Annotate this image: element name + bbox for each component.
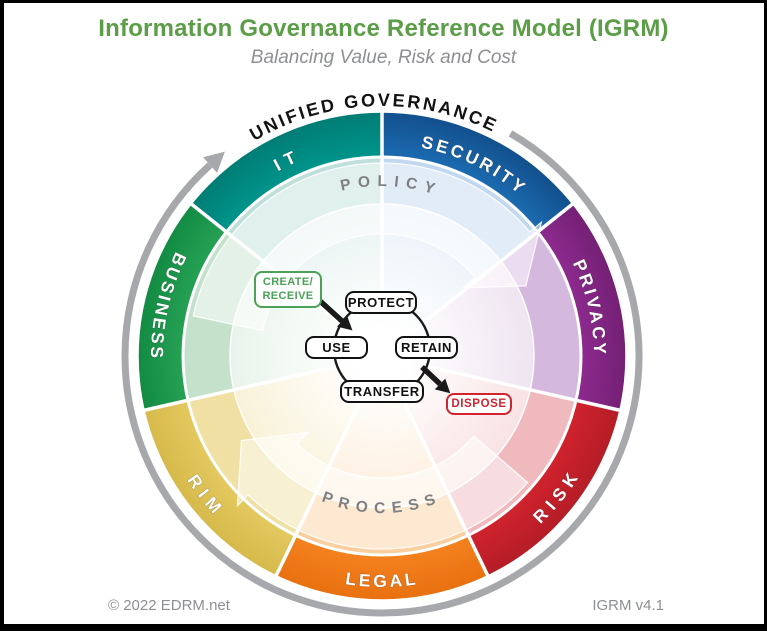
create-receive-box: CREATE/ RECEIVE (254, 271, 322, 308)
dispose-box: DISPOSE (446, 393, 512, 415)
create-receive-label-line1: CREATE/ (262, 276, 314, 289)
circle-to-dispose-arrowhead (434, 378, 451, 394)
wedge-label-legal: LEGAL (344, 568, 419, 591)
policy-flow-arrow (192, 162, 543, 332)
spoke-separator (422, 363, 623, 413)
protect-label: PROTECT (347, 295, 415, 310)
spoke-separator (141, 363, 342, 413)
retain-label: RETAIN (400, 340, 453, 355)
flow-arrows (192, 162, 543, 550)
create-to-circle-arrow (318, 298, 344, 324)
create-receive-label-line2: RECEIVE (262, 289, 314, 302)
circle-to-dispose-arrow (420, 365, 442, 386)
page-title: Information Governance Reference Model (… (98, 15, 669, 42)
process-flow-arrow (236, 431, 529, 550)
version-text: IGRM v4.1 (592, 597, 664, 614)
wedge-outer-rim (143, 400, 296, 577)
use-box: USE (305, 336, 368, 359)
protect-box: PROTECT (345, 291, 417, 314)
outer-cycle-arrowhead (203, 151, 225, 173)
spoke-separator (188, 201, 351, 332)
wedge-outer-security (382, 111, 574, 232)
wedge-inner-legal (316, 356, 448, 509)
spoke-separator (398, 393, 491, 579)
page-subtitle: Balancing Value, Risk and Cost (250, 47, 517, 68)
transfer-box: TRANSFER (340, 380, 424, 403)
retain-box: RETAIN (395, 336, 458, 359)
use-label: USE (322, 340, 351, 355)
transfer-label: TRANSFER (344, 384, 420, 399)
copyright-text: © 2022 EDRM.net (108, 597, 230, 614)
wedge-outer-risk (468, 400, 621, 577)
outer-rings (136, 110, 628, 602)
wedge-outer-it (190, 110, 382, 232)
spoke-separator (413, 201, 576, 332)
spoke-separator (273, 393, 366, 579)
separators (135, 109, 629, 603)
wedge-outer-legal (275, 535, 489, 602)
outer-cycle-arrow (121, 130, 643, 617)
create-to-circle-arrowhead (337, 315, 353, 331)
dispose-label: DISPOSE (451, 398, 507, 410)
